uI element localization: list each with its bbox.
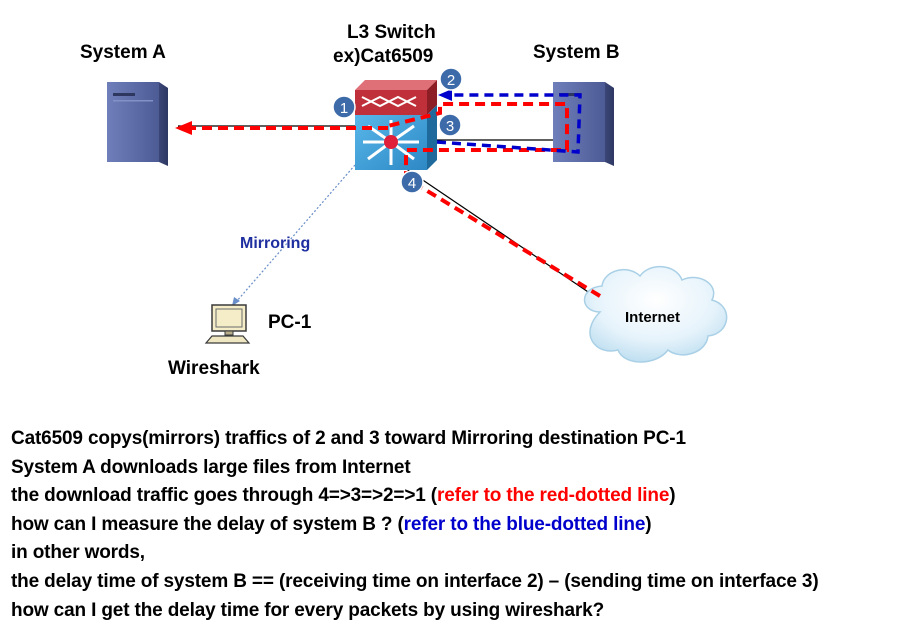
wireshark-label: Wireshark [168,358,260,379]
interface-badge-1: 1 [332,95,356,119]
switch-label-line2: ex)Cat6509 [333,46,434,67]
note-line-4-close: ) [645,513,652,535]
internet-label: Internet [625,309,681,326]
explanation-notes: Cat6509 copys(mirrors) traffics of 2 and… [11,425,819,625]
blue-arrowhead [438,89,452,101]
interface-4-label: 4 [408,175,416,192]
blue-dotted-reference: refer to the blue-dotted line [403,513,646,535]
note-line-6: the delay time of system B == (receiving… [11,570,819,592]
mirroring-arrowhead [232,297,240,306]
red-arrowhead [175,121,192,135]
interface-2-label: 2 [447,72,455,89]
red-dotted-reference: refer to the red-dotted line [436,485,670,507]
note-line-1: Cat6509 copys(mirrors) traffics of 2 and… [11,428,686,449]
note-line-5: in other words, [11,542,145,564]
interface-badge-2: 2 [439,67,463,91]
system-b-label: System B [533,42,620,63]
mirroring-link [235,164,356,303]
note-line-4-text: how can I measure the delay of system B … [11,513,404,535]
note-line-3-text: the download traffic goes through 4=>3=>… [11,485,437,507]
system-a-label: System A [80,42,166,63]
switch-label-line1: L3 Switch [347,22,436,43]
pc-1-label: PC-1 [268,312,312,333]
system-a-server-icon [107,82,168,166]
note-line-2: System A downloads large files from Inte… [11,456,411,478]
note-line-7: how can I get the delay time for every p… [11,599,605,621]
interface-badge-4: 4 [400,170,424,194]
l3-switch-icon [355,80,437,170]
pc-1-computer-icon [204,304,251,344]
internet-cloud-icon [583,266,728,363]
interface-1-label: 1 [340,100,348,117]
mirroring-label: Mirroring [240,235,311,252]
blue-dotted-path [436,93,582,154]
note-line-3-close: ) [669,485,676,507]
note-line-4: how can I measure the delay of system B … [11,511,819,540]
note-line-3: the download traffic goes through 4=>3=>… [11,482,819,511]
interface-badge-3: 3 [438,113,462,137]
interface-3-label: 3 [446,118,454,135]
